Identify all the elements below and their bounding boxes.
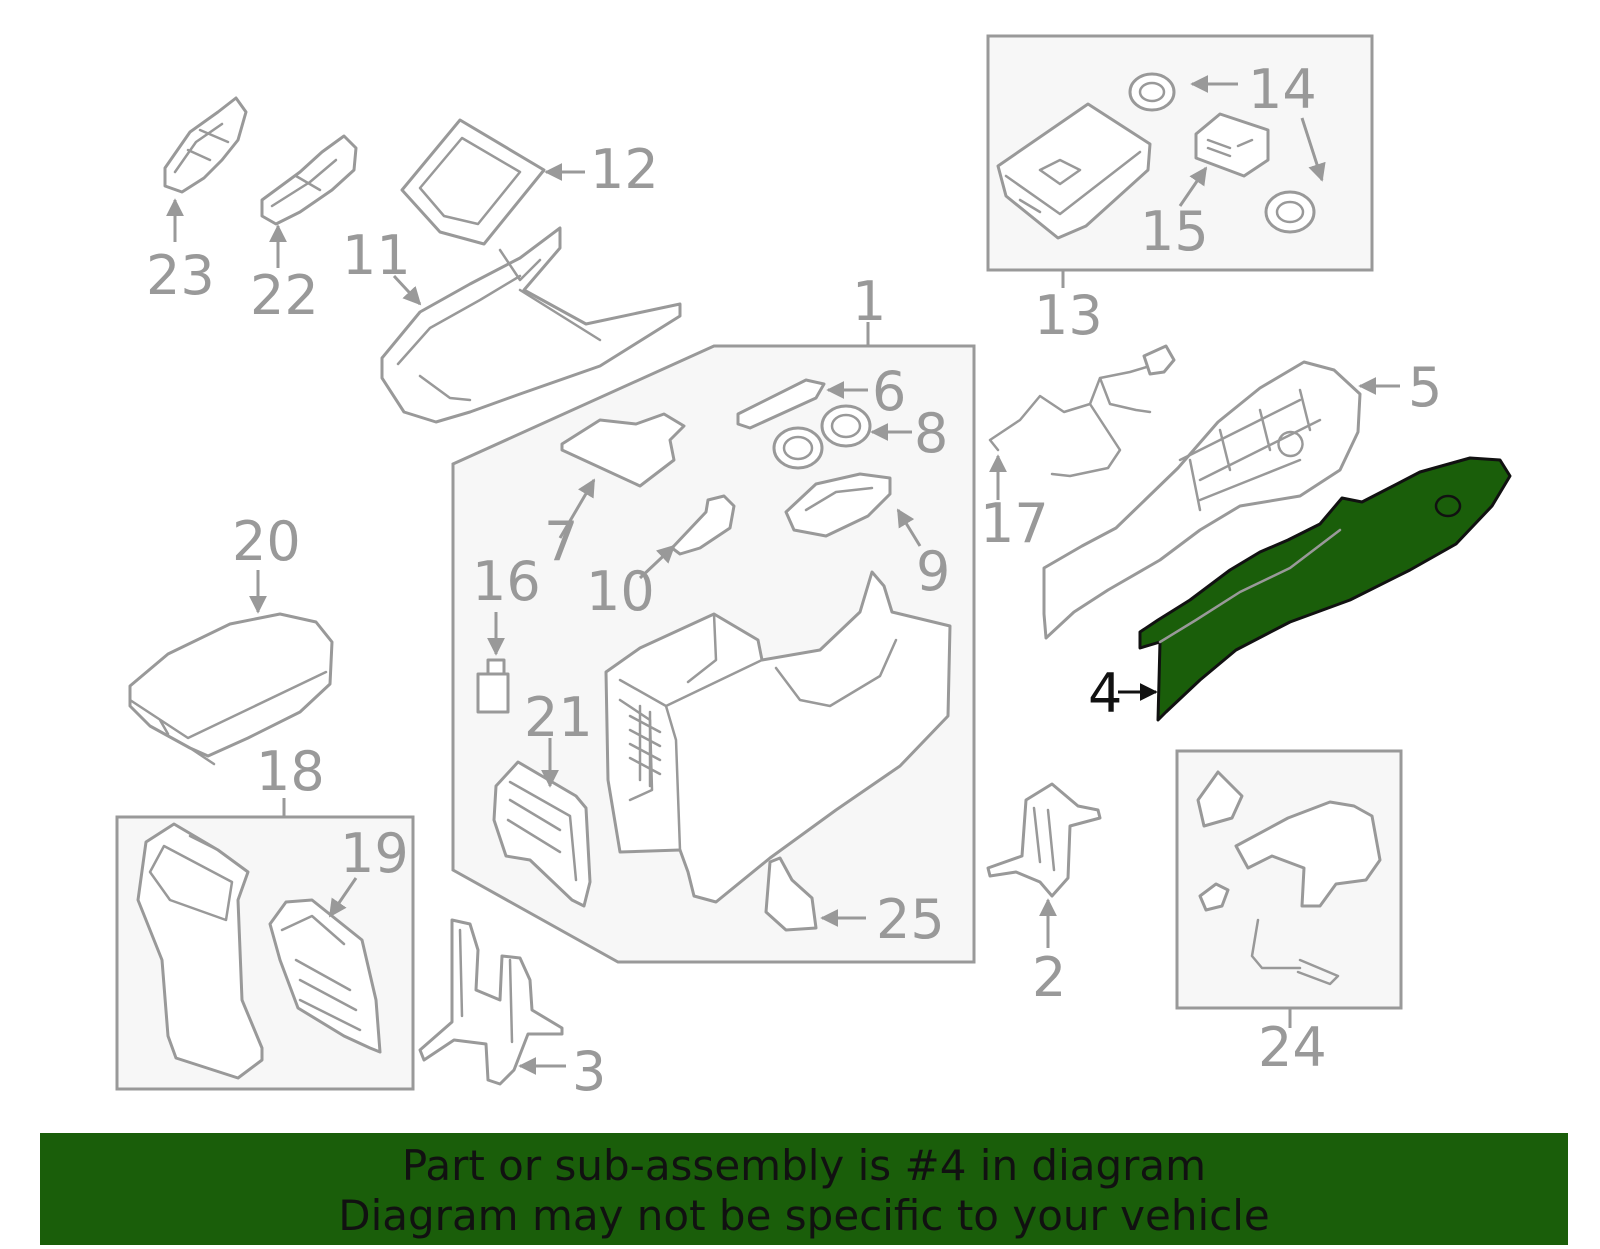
callout-11: 11	[342, 224, 411, 287]
callout-8: 8	[914, 402, 948, 465]
callout-13: 13	[1034, 284, 1103, 347]
part-23-switch[interactable]	[163, 96, 248, 242]
callout-19: 19	[340, 822, 409, 885]
callout-1: 1	[852, 270, 886, 333]
part-16-switch[interactable]	[476, 612, 510, 714]
part-8-cupholder-ring[interactable]	[772, 404, 912, 470]
part-5-side-panel-right[interactable]	[1042, 360, 1400, 640]
part-2-bracket[interactable]	[986, 782, 1102, 948]
part-12-tray[interactable]	[400, 118, 585, 246]
banner-line-1: Part or sub-assembly is #4 in diagram	[401, 1141, 1207, 1190]
part-15-usb-jack[interactable]	[1178, 112, 1270, 207]
part-14-power-outlet[interactable]	[1128, 72, 1326, 234]
callout-17: 17	[980, 492, 1049, 555]
part-21-bracket[interactable]	[492, 738, 592, 908]
part-24-latch-kit[interactable]	[1196, 770, 1382, 986]
part-6-trim[interactable]	[736, 378, 868, 430]
part-19-rear-vent[interactable]	[268, 877, 382, 1054]
callout-6: 6	[872, 360, 906, 423]
part-9-cupholder-insert[interactable]	[784, 472, 922, 547]
callout-16: 16	[472, 550, 541, 613]
part-3-bracket[interactable]	[418, 918, 566, 1086]
callout-23: 23	[146, 244, 215, 307]
callout-10: 10	[586, 560, 655, 623]
callout-15: 15	[1140, 200, 1209, 263]
callout-12: 12	[590, 138, 659, 201]
callout-3: 3	[572, 1040, 606, 1103]
banner-line-2: Diagram may not be specific to your vehi…	[338, 1191, 1270, 1240]
part-17-wiring-harness[interactable]	[988, 344, 1176, 500]
part-18-rear-trim[interactable]	[136, 822, 264, 1080]
callout-7: 7	[544, 510, 578, 573]
callout-9: 9	[916, 540, 950, 603]
info-banner: Part or sub-assembly is #4 in diagram Di…	[40, 1133, 1568, 1245]
part-22-switch[interactable]	[260, 134, 358, 268]
part-25-clip[interactable]	[764, 856, 866, 932]
callout-25: 25	[876, 888, 945, 951]
part-4-side-panel-highlighted[interactable]	[1118, 456, 1512, 722]
part-10-clip[interactable]	[638, 494, 736, 580]
callout-2: 2	[1032, 946, 1066, 1009]
callout-24: 24	[1258, 1016, 1327, 1079]
part-20-armrest[interactable]	[128, 570, 334, 766]
part-13-module[interactable]	[996, 102, 1152, 240]
callout-21: 21	[524, 686, 593, 749]
callout-4: 4	[1088, 662, 1122, 725]
part-11-bezel[interactable]	[380, 226, 682, 424]
callout-labels: 1 2 3 4 5 6 7 8 9 10 11 12 13 14 15 16 1…	[146, 58, 1442, 1103]
callout-5: 5	[1408, 356, 1442, 419]
callout-18: 18	[256, 740, 325, 803]
part-7-mat[interactable]	[558, 412, 686, 539]
callout-22: 22	[250, 264, 319, 327]
callout-14: 14	[1248, 58, 1317, 121]
part-1-console-body[interactable]	[604, 570, 952, 904]
callout-20: 20	[232, 510, 301, 573]
